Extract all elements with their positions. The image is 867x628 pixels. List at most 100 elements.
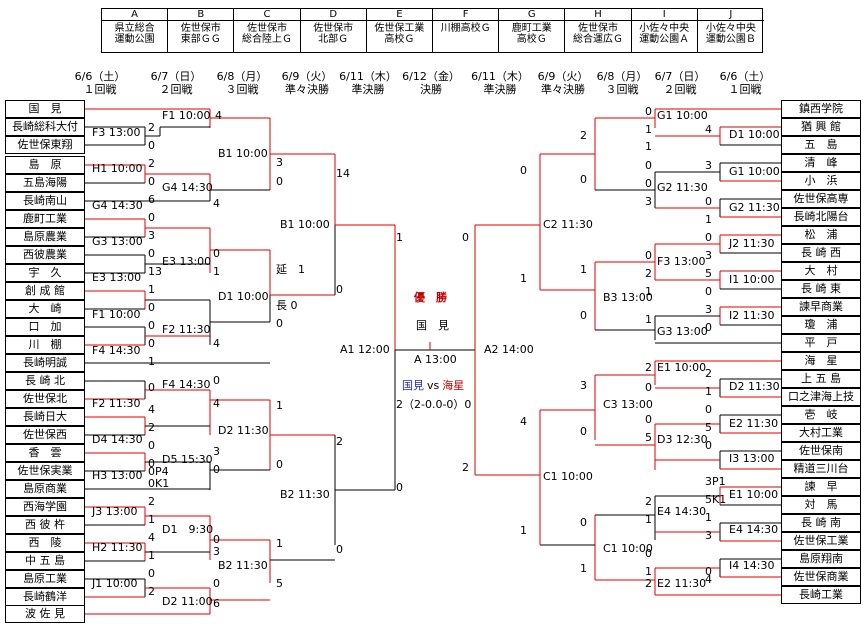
- team-right: 長崎北陽台: [781, 208, 861, 226]
- score-left: 0P4: [148, 465, 169, 478]
- score-right: 0: [645, 249, 652, 262]
- round-date: 6/9（火）: [281, 70, 333, 83]
- score-right: 3: [580, 379, 587, 392]
- team-right: 小 浜: [781, 172, 861, 190]
- score-right: 0: [645, 177, 652, 190]
- match-label-right: E1 10:00: [657, 361, 707, 374]
- match-label-right: C1 10:00: [543, 470, 593, 483]
- score-left: 1: [148, 355, 155, 368]
- score-left: 0: [148, 301, 155, 314]
- score-right: 4: [705, 573, 712, 586]
- score-right: 1: [645, 565, 652, 578]
- venue-code: H: [565, 9, 631, 21]
- match-label-left: H3 13:00: [92, 469, 143, 482]
- score-left: 2: [148, 157, 155, 170]
- score-left: 4: [148, 403, 155, 416]
- score-right: 5: [645, 431, 652, 444]
- score-left: 0: [336, 283, 343, 296]
- score-right: 0: [645, 413, 652, 426]
- score-right: 3: [705, 303, 712, 316]
- score-left: 0: [148, 337, 155, 350]
- round-label: ３回戦: [225, 83, 259, 96]
- venue-code: A: [102, 9, 168, 21]
- match-label-left: D4 14:30: [92, 433, 143, 446]
- match-label-left: F3 13:00: [92, 126, 141, 139]
- score-right: 2: [462, 461, 469, 474]
- round-date: 6/12（金）: [402, 70, 460, 83]
- match-label-right: G3 13:00: [657, 325, 708, 338]
- match-label-right: C1 10:00: [603, 542, 653, 555]
- score-right: 3: [645, 195, 652, 208]
- team-left: 佐世保北: [5, 390, 85, 408]
- score-left: 2: [148, 421, 155, 434]
- round-header-right: 6/11（木）準決勝: [465, 70, 535, 96]
- round-label: １回戦: [83, 83, 117, 96]
- score-left: 2: [148, 121, 155, 134]
- team-right: 大 村: [781, 262, 861, 280]
- score-left: 4: [215, 109, 222, 122]
- venue-code: D: [300, 9, 366, 21]
- team-left: 中 五 島: [5, 552, 85, 570]
- venue-name-line1: 佐世保市: [246, 23, 287, 34]
- venue-name-line2: 高校Ｇ: [384, 34, 415, 45]
- team-right: 島原翔南: [781, 550, 861, 568]
- match-label-right: G1 10:00: [729, 165, 780, 178]
- match-label-left: B2 11:30: [280, 488, 330, 501]
- score-left: 0: [148, 247, 155, 260]
- score-left: 1: [213, 265, 220, 278]
- match-label-right: G2 11:30: [729, 201, 780, 214]
- venue-name-line1: 小佐々中央: [639, 23, 690, 34]
- score-left: 0: [148, 211, 155, 224]
- team-left: 佐世保東翔: [5, 136, 85, 154]
- match-label-right: I3 13:00: [729, 452, 775, 465]
- score-right: 0: [705, 403, 712, 416]
- team-right: 精道三川台: [781, 460, 861, 478]
- score-right: 2: [645, 267, 652, 280]
- team-left: 波 佐 見: [5, 605, 85, 623]
- venue-name-line2: 東部ＧＧ: [180, 34, 221, 45]
- venue-name-line1: 県立総合: [114, 23, 155, 34]
- venue-name-line1: 佐世保市: [313, 23, 354, 34]
- score-left: 4: [213, 397, 220, 410]
- score-left: 0: [213, 247, 220, 260]
- score-right: 0: [645, 547, 652, 560]
- team-left: 長崎総科大付: [5, 118, 85, 136]
- score-right: 1: [580, 562, 587, 575]
- match-label-right: I2 11:30: [729, 309, 775, 322]
- score-left: 6: [213, 597, 220, 610]
- score-right: 0: [580, 425, 587, 438]
- match-label-left: F2 11:30: [162, 323, 211, 336]
- score-left: 3: [213, 445, 220, 458]
- team-left: 島原農業: [5, 228, 85, 246]
- team-right: 上 五 島: [781, 370, 861, 388]
- score-right: 2: [645, 577, 652, 590]
- team-right: 瓊 浦: [781, 316, 861, 334]
- score-left: 1: [396, 231, 403, 244]
- team-left: 西 陵: [5, 534, 85, 552]
- team-left: 長 崎 北: [5, 372, 85, 390]
- team-left: 五島海陽: [5, 174, 85, 192]
- venue-name-line1: 佐世保市: [180, 23, 221, 34]
- team-right: 佐世保南: [781, 442, 861, 460]
- match-label-left: E3 13:00: [162, 255, 212, 268]
- score-right: 3: [705, 159, 712, 172]
- score-left: 4: [213, 337, 220, 350]
- score-right: 1: [645, 313, 652, 326]
- team-left: 口 加: [5, 318, 85, 336]
- match-label-right: D2 11:30: [729, 380, 780, 393]
- score-right: 1: [645, 140, 652, 153]
- score-left: 2: [148, 585, 155, 598]
- score-left: 長 0: [276, 299, 298, 312]
- final-score: 2（2-0.0-0）0: [396, 398, 472, 411]
- venue-code: J: [697, 9, 764, 21]
- team-right: 諫早商業: [781, 298, 861, 316]
- team-left: 島原商業: [5, 480, 85, 498]
- venue-code: I: [631, 9, 697, 21]
- team-right: 清 峰: [781, 154, 861, 172]
